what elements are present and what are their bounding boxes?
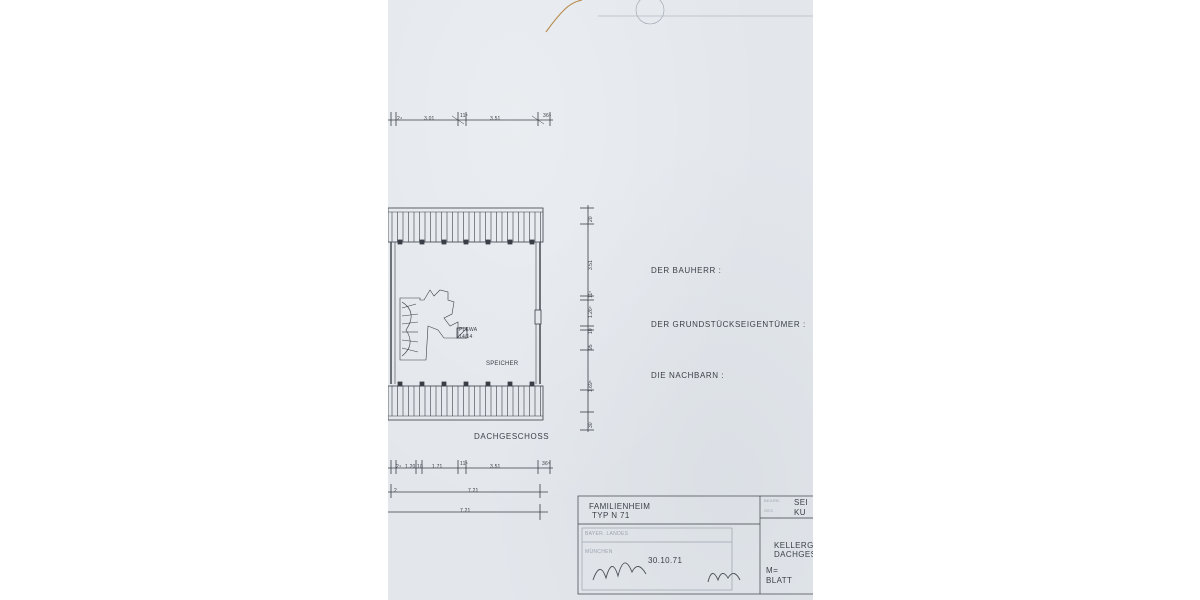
top-dim-1: 2⁴ (397, 116, 403, 122)
bottom-dim-row2-2: 7.21 (468, 488, 479, 494)
bottom-dim-7: 36⁵ (542, 461, 551, 467)
bottom-dim-1: 2⁴ (396, 464, 402, 470)
title-right-col-1: SEI (794, 498, 809, 507)
side-dim-6: 95 (588, 344, 594, 350)
side-dim-1: 20 (588, 216, 594, 222)
bottom-dim-row3-1: 7.21 (460, 508, 471, 514)
sheet-line-1: KELLERG (774, 541, 813, 550)
roof-upper (388, 207, 544, 245)
room-walls (390, 242, 542, 384)
side-dim-4: 1.26⁵ (588, 306, 594, 318)
stamp-line-2: MÜNCHEN (585, 549, 613, 555)
bottom-dim-6: 3.51 (490, 464, 501, 470)
bottom-dim-5: 11⁵ (460, 461, 468, 467)
project-type: TYP N 71 (592, 511, 630, 520)
drawing-sheet: 2⁴ 3.01 11⁵ 3.51 36⁵ PLEWA 14/14 SPEICHE… (388, 0, 813, 600)
signature-nachbarn-label: DIE NACHBARN : (651, 371, 725, 380)
bottom-dim-row2-1: 2 (394, 488, 397, 494)
top-faint-frame (598, 0, 813, 25)
sheet-line-2: DACHGES (774, 550, 813, 559)
top-dim-5: 36⁵ (543, 113, 552, 119)
blatt-label: BLATT (766, 576, 793, 585)
bottom-dim-3: 10 (417, 464, 423, 470)
drawing-date: 30.10.71 (648, 556, 683, 565)
project-title: FAMILIENHEIM (589, 502, 651, 511)
side-dim-3: 11⁵ (588, 290, 594, 298)
floor-plan-drawing (388, 0, 813, 595)
roof-lower (388, 381, 544, 421)
room-name: SPEICHER (486, 361, 519, 367)
pencil-mark (545, 0, 583, 33)
title-right-col-2: KU (794, 508, 806, 517)
floor-caption: DACHGESCHOSS (474, 432, 550, 441)
bottom-dimension-lines (388, 460, 553, 520)
handwritten-signature (592, 562, 741, 583)
side-dim-8: 30 (588, 422, 594, 428)
right-small-2: GEZ. (764, 508, 775, 513)
signature-bauherr-label: DER BAUHERR : (651, 266, 722, 275)
scale-label: M= (766, 566, 779, 575)
side-dim-7: 1.69⁵ (588, 380, 594, 392)
top-dim-4: 3.51 (490, 116, 501, 122)
side-dimension-line (580, 205, 594, 432)
side-dim-5: 10 (588, 328, 594, 334)
signature-eigentuemer-label: DER GRUNDSTÜCKSEIGENTÜMER : (651, 320, 806, 329)
chimney-label: PLEWA (459, 327, 478, 333)
top-dimension-line (388, 112, 553, 126)
chimney (456, 327, 468, 339)
bottom-dim-4: 1.71 (432, 464, 443, 470)
bottom-dim-2: 1.20 (405, 464, 416, 470)
top-dim-2: 3.01 (424, 116, 435, 122)
right-small-1: BEARB. (764, 498, 781, 503)
title-block-frame (577, 495, 813, 595)
staircase (399, 289, 459, 361)
chimney-size-label: 14/14 (459, 334, 473, 340)
official-stamp (581, 527, 733, 591)
top-dim-3: 11⁵ (460, 113, 468, 119)
stamp-line-1: BAYER. LANDES (585, 531, 629, 537)
side-dim-2: 3.51 (588, 260, 594, 270)
